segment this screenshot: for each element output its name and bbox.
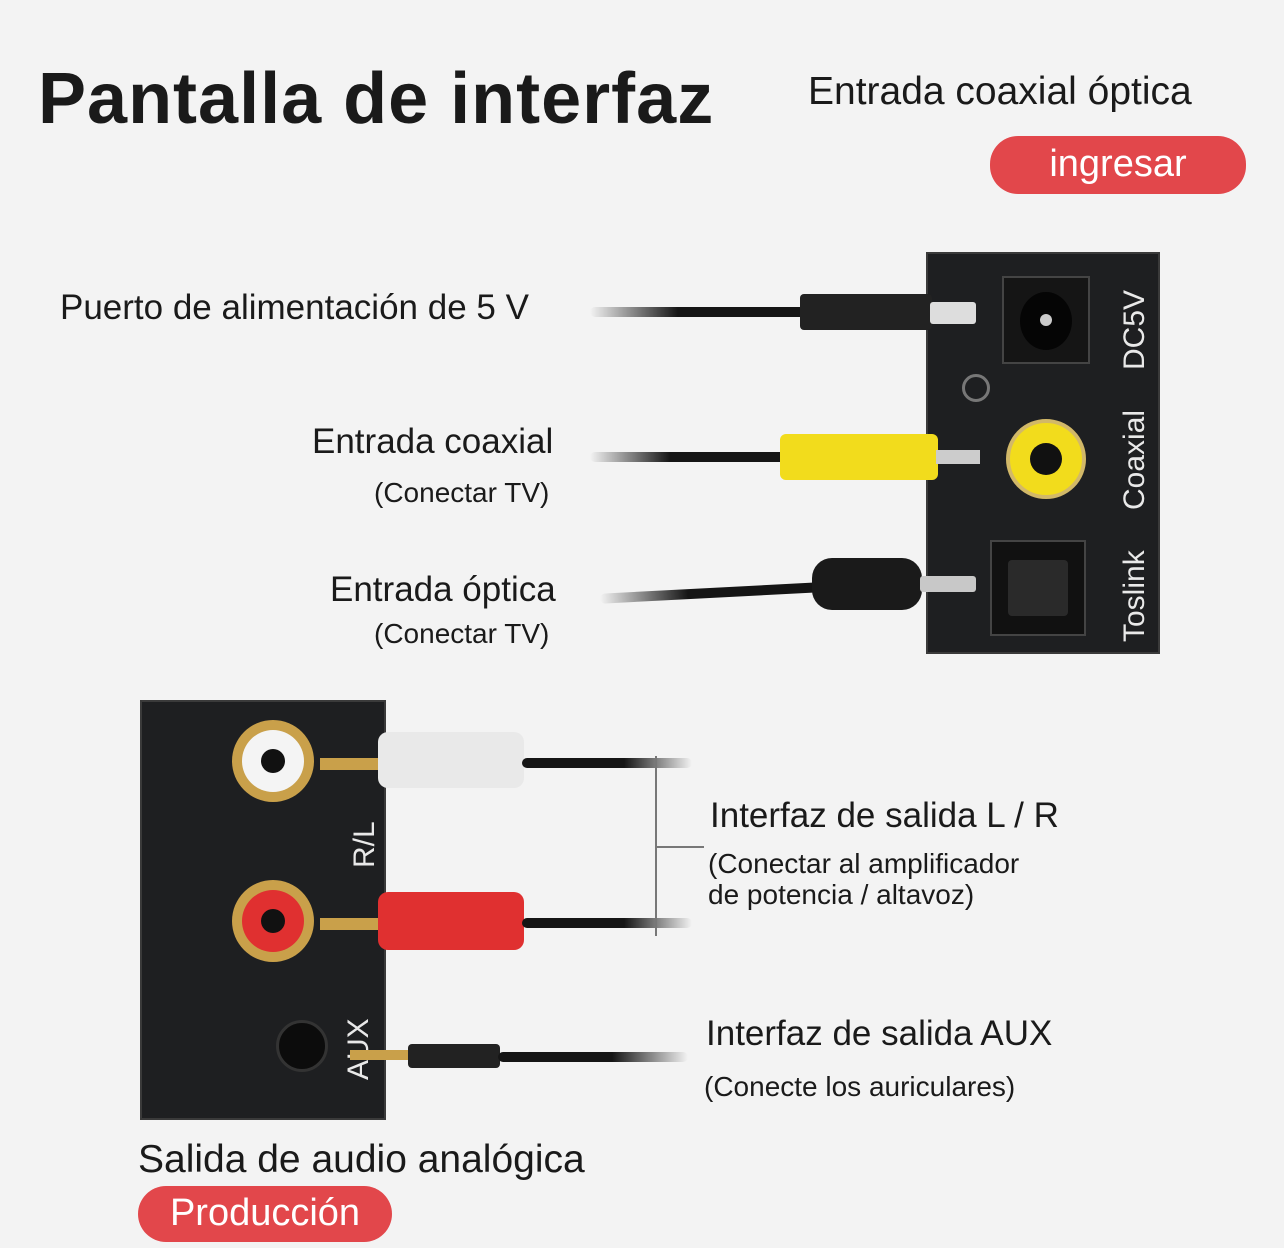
coaxial-cable — [590, 452, 790, 462]
aux-cable — [498, 1052, 688, 1062]
coaxial-plug-pin — [936, 450, 980, 464]
coaxial-input-label: Entrada coaxial — [312, 422, 554, 461]
ground-screw-icon — [962, 374, 990, 402]
output-section-heading: Salida de audio analógica — [138, 1138, 585, 1181]
input-section-heading: Entrada coaxial óptica — [808, 70, 1192, 113]
toslink-label: Toslink — [1118, 550, 1151, 642]
aux-output-note: (Conecte los auriculares) — [704, 1071, 1016, 1102]
white-plug-pin — [320, 758, 380, 770]
lr-output-note-1: (Conectar al amplificador — [708, 848, 1020, 879]
power-plug-tip — [930, 302, 976, 324]
output-badge: Producción — [138, 1186, 392, 1242]
coaxial-label: Coaxial — [1118, 409, 1151, 510]
red-rca-plug-icon — [378, 892, 524, 950]
rca-white-jack-icon — [232, 720, 314, 802]
toslink-jack-icon — [990, 540, 1086, 636]
aux-plug-pin — [350, 1050, 410, 1060]
coaxial-input-note: (Conectar TV) — [374, 477, 550, 508]
coaxial-jack-icon — [1006, 419, 1086, 499]
output-panel: R/L AUX — [140, 700, 386, 1120]
power-plug-icon — [800, 294, 932, 330]
aux-output-label: Interfaz de salida AUX — [706, 1014, 1053, 1053]
rl-label: R/L — [348, 821, 381, 868]
power-cable — [590, 307, 810, 317]
input-badge: ingresar — [990, 136, 1246, 194]
optical-plug-icon — [812, 558, 922, 610]
white-cable — [522, 758, 692, 768]
optical-input-label: Entrada óptica — [330, 570, 556, 609]
rca-red-jack-icon — [232, 880, 314, 962]
aux-plug-icon — [408, 1044, 500, 1068]
red-cable — [522, 918, 692, 928]
bracket-connector — [656, 846, 704, 848]
page-title: Pantalla de interfaz — [38, 59, 715, 139]
dc5v-label: DC5V — [1118, 289, 1151, 370]
red-plug-pin — [320, 918, 380, 930]
optical-plug-tip — [920, 576, 976, 592]
optical-input-note: (Conectar TV) — [374, 618, 550, 649]
lr-output-note-2: de potencia / altavoz) — [708, 879, 975, 910]
lr-output-label: Interfaz de salida L / R — [710, 796, 1059, 835]
optical-cable — [599, 582, 821, 604]
dc-jack-icon — [1002, 276, 1090, 364]
power-port-label: Puerto de alimentación de 5 V — [60, 288, 529, 327]
coaxial-plug-icon — [780, 434, 938, 480]
white-rca-plug-icon — [378, 732, 524, 788]
aux-jack-icon — [276, 1020, 328, 1072]
